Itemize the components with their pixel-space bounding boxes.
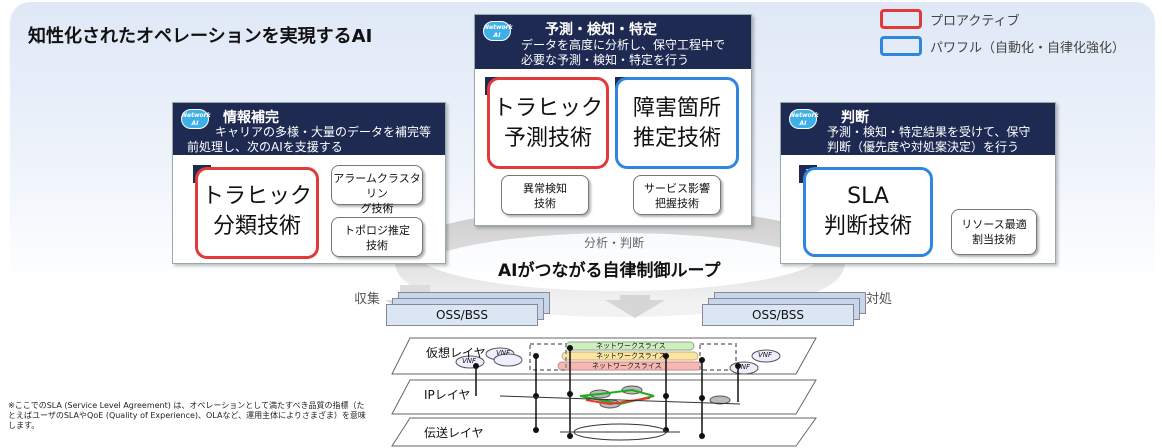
resource-allocation-box: リソース最適 割当技術 xyxy=(951,209,1037,255)
legend-item-powerful: パワフル（自動化・自律化強化） xyxy=(880,35,1125,57)
page-title: 知性化されたオペレーションを実現するAI xyxy=(28,26,373,47)
legend-label: プロアクティブ xyxy=(930,13,1020,29)
alarm-clustering-box: アラームクラスタリン グ技術 xyxy=(331,165,423,215)
anomaly-detection-box: 異常検知 技術 xyxy=(501,175,589,215)
vnf-label: VNF xyxy=(736,363,751,371)
card-desc-line2: 必要な予測・検知・特定を行う xyxy=(521,53,690,67)
fault-location-box: 障害箇所 推定技術 xyxy=(615,77,739,169)
card-title: 判断 xyxy=(841,110,869,126)
traffic-prediction-box: トラヒック 予測技術 xyxy=(487,77,609,169)
vnf-label: VNF xyxy=(758,351,773,359)
network-ai-icon: Network AI xyxy=(483,21,513,41)
card-header: Network AI 予測・検知・特定 データを高度に分析し、保守工程中で 必要… xyxy=(475,15,751,69)
service-impact-box: サービス影響 把握技術 xyxy=(633,175,721,215)
vnf-node xyxy=(751,349,781,363)
box-line1: トラヒック xyxy=(201,184,312,209)
card-desc-line2: 判断（優先度や対処案決定）を行う xyxy=(827,140,1020,154)
box-line2: 割当技術 xyxy=(972,233,1016,246)
network-ai-icon: Network AI xyxy=(789,109,819,129)
card-title: 予測・検知・特定 xyxy=(545,22,657,38)
sla-judgment-box: SLA 判断技術 xyxy=(803,167,933,257)
box-line1: リソース最適 xyxy=(961,218,1027,231)
card-predict-detect: Network AI 予測・検知・特定 データを高度に分析し、保守工程中で 必要… xyxy=(474,14,752,226)
network-ai-icon: Network AI xyxy=(181,109,211,129)
slice-label-red: ネットワークスライス xyxy=(592,362,662,370)
down-arrow-center-icon xyxy=(605,295,665,318)
box-line1: 異常検知 xyxy=(523,182,567,195)
red-swatch-icon xyxy=(880,9,922,29)
slice-label-green: ネットワークスライス xyxy=(596,342,666,350)
card-desc-line1: データを高度に分析し、保守工程中で xyxy=(521,38,726,52)
legend-label: パワフル（自動化・自律化強化） xyxy=(930,40,1126,56)
analysis-judgment-label: 分析・判断 xyxy=(584,236,645,250)
card-info-complement: Network AI 情報補完 キャリアの多様・大量のデータを補完等 前処理し、… xyxy=(172,102,446,264)
ip-layer-label: IPレイヤ xyxy=(424,388,471,402)
box-line1: サービス影響 xyxy=(644,182,710,195)
box-line2: 判断技術 xyxy=(823,214,912,239)
collect-label: 収集 xyxy=(354,292,381,307)
card-title: 情報補完 xyxy=(223,110,279,126)
box-line2: 把握技術 xyxy=(655,197,699,210)
card-desc-line1: 予測・検知・特定結果を受けて、保守 xyxy=(827,125,1031,139)
slice-label-yellow: ネットワークスライス xyxy=(596,352,666,360)
box-line1: アラームクラスタリン xyxy=(333,172,421,200)
box-line2: 分類技術 xyxy=(212,214,301,239)
card-header: Network AI 判断 予測・検知・特定結果を受けて、保守 判断（優先度や対… xyxy=(781,103,1055,155)
legend-item-proactive: プロアクティブ xyxy=(880,8,1125,30)
box-line2: 技術 xyxy=(534,197,556,210)
legend: プロアクティブ パワフル（自動化・自律化強化） xyxy=(880,8,1125,62)
virtual-layer-label: 仮想レイヤ xyxy=(426,346,486,360)
vnf-label: VNF xyxy=(462,357,477,365)
blue-swatch-icon xyxy=(880,36,922,56)
box-line1: トポロジ推定 xyxy=(344,224,410,237)
action-label: 対処 xyxy=(866,292,893,307)
box-line2: 予測技術 xyxy=(503,126,592,151)
box-line1: 障害箇所 xyxy=(632,96,721,121)
topology-estimation-box: トポロジ推定 技術 xyxy=(331,217,423,257)
box-line2: グ技術 xyxy=(360,202,394,215)
card-judgment: Network AI 判断 予測・検知・特定結果を受けて、保守 判断（優先度や対… xyxy=(780,102,1056,264)
loop-label: AIがつながる自律制御ループ xyxy=(498,261,721,281)
box-line2: 技術 xyxy=(366,239,388,252)
card-header: Network AI 情報補完 キャリアの多様・大量のデータを補完等 前処理し、… xyxy=(173,103,445,155)
card-desc-line2: 前処理し、次のAIを支援する xyxy=(187,140,343,154)
box-line1: SLA xyxy=(847,184,889,209)
oss-bss-left: OSS/BSS xyxy=(386,304,538,326)
box-line1: トラヒック xyxy=(492,96,603,121)
oss-bss-right: OSS/BSS xyxy=(702,304,854,326)
card-desc-line1: キャリアの多様・大量のデータを補完等 xyxy=(215,125,432,139)
box-line2: 推定技術 xyxy=(632,126,721,151)
transport-layer-label: 伝送レイヤ xyxy=(424,426,484,440)
traffic-classification-box: トラヒック 分類技術 xyxy=(195,167,319,259)
footnote: ※ここでのSLA (Service Level Agreement) は、オペレ… xyxy=(8,401,366,430)
vnf-label: VNF xyxy=(496,349,511,357)
vnf-node xyxy=(493,353,523,367)
